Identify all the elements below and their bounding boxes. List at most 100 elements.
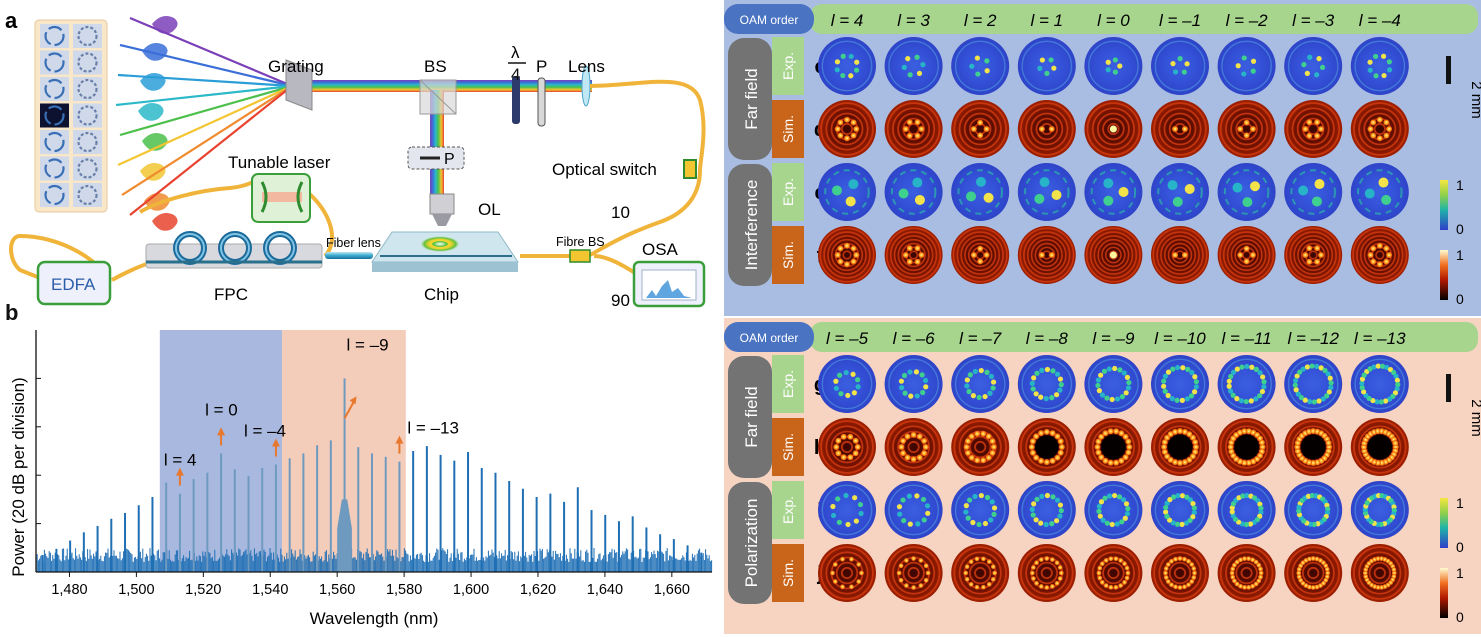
pattern-disc [1350,226,1409,284]
speckle [1238,398,1244,404]
speckle [914,393,920,399]
speckle [1258,505,1264,511]
lobe [1182,556,1187,562]
speckle [852,495,858,501]
speckle [1393,373,1399,379]
lobe [1122,454,1129,461]
speckle [907,369,913,375]
speckle [902,390,908,396]
lobe [1038,430,1045,437]
osa-label: OSA [642,240,679,259]
speckle [1179,493,1186,499]
sim-ring [820,102,874,156]
sim-ring [1153,102,1207,156]
lobe [1038,252,1045,258]
speckle [982,393,988,400]
speckle [920,62,926,68]
speckle [1192,374,1198,380]
speckle [991,505,998,511]
sim-ring [958,551,1002,595]
speckle [834,67,840,73]
lobe [990,576,996,582]
speckle [1244,363,1250,370]
sim-ring [956,231,1004,279]
speckle [905,56,911,62]
oam-cell-c-8 [1350,37,1409,95]
helical-beam [140,73,166,91]
lobe [1314,584,1320,590]
speckle [1119,519,1125,525]
sim-ring [1163,238,1197,272]
speckle [1367,67,1373,73]
lobe [1097,565,1103,571]
speckle [1298,185,1309,196]
sim-ring [960,235,1001,275]
speckle [1162,388,1168,394]
lobe [1177,556,1183,561]
oam-cell-i-4 [1084,481,1143,539]
oam-cell-h-3 [1017,418,1076,476]
speckle [1029,506,1035,512]
lambda-num: λ [511,43,520,62]
oam-cell-g-7 [1284,355,1343,413]
outer-ring [1221,484,1272,536]
lobe [1379,584,1384,590]
speckle [1105,59,1111,65]
x-axis-label: Wavelength (nm) [310,609,439,628]
sim-ring [1163,112,1197,146]
lobe [1302,252,1309,258]
oam-cell-g-3 [1017,355,1076,413]
speckle [1058,382,1064,388]
lobe [1258,439,1265,446]
lobe [918,126,925,132]
lobe [1057,565,1063,570]
objective-lens: OL [429,193,501,226]
sim-ring [974,440,987,454]
oam-cell-i-6 [1217,481,1276,539]
speckle [1235,63,1241,69]
sim-ring [897,238,930,272]
outer-ring [1088,358,1139,410]
speckle [854,59,860,65]
lobe [1228,448,1235,455]
speckle [1241,71,1247,77]
sim-ring [1040,566,1053,580]
helical-beam [142,43,168,61]
speckle [1050,368,1056,374]
lobe [1186,456,1193,463]
pattern-disc [951,355,1010,413]
lobe [914,245,921,252]
lobe [844,135,850,142]
lobe [989,449,996,456]
sim-ring [886,227,942,283]
sim-ring [901,242,926,268]
lobe [840,433,847,440]
lobe [847,454,854,461]
lobe [990,564,996,570]
lobe [1186,558,1191,564]
speckle [1300,366,1306,372]
pattern-disc [1217,481,1276,539]
oam-order-0: l = –5 [826,329,869,348]
colorbar-sim [1440,250,1448,300]
dark-core [1167,434,1193,460]
speckle [1371,364,1377,370]
oam-cell-e-4 [1084,163,1143,221]
sim-ring [953,546,1007,600]
speckle [988,373,994,380]
lobe [1325,439,1332,446]
oam-cell-g-8 [1350,355,1409,413]
speckle [1174,521,1181,527]
lobe [1249,252,1256,258]
lobe [853,252,860,258]
interference-ring [1090,169,1137,215]
row-tag-f [772,226,804,284]
oam-cell-e-7 [1284,163,1343,221]
lobe [914,258,921,265]
lobe [1370,258,1377,265]
lobe [1172,126,1179,132]
output-beam-ray [117,84,293,167]
speckle [1296,508,1302,514]
speckle [914,493,920,499]
lobe [1191,575,1197,580]
